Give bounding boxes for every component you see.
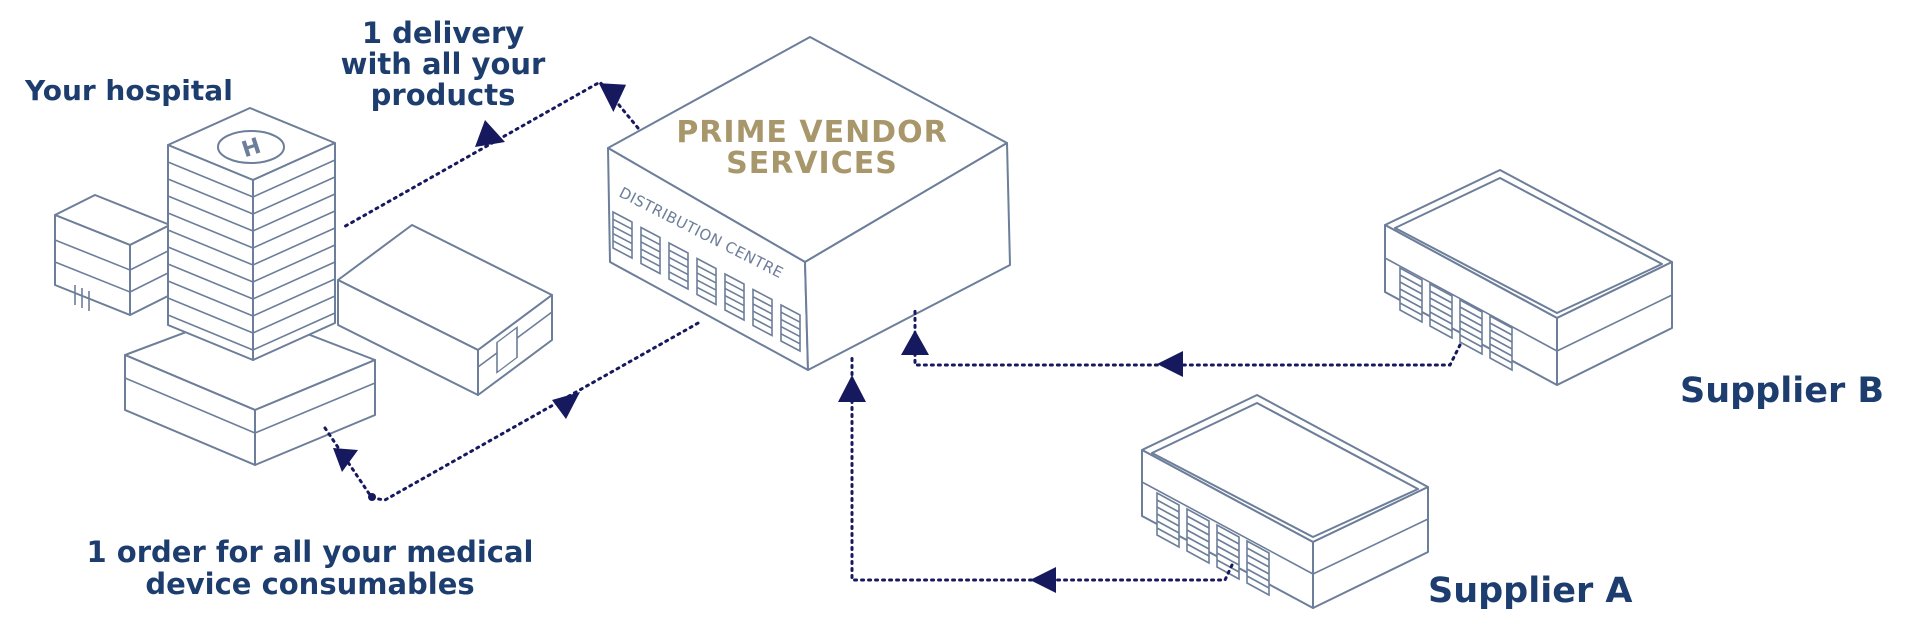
supplier-b-warehouse-icon — [1384, 169, 1673, 386]
hospital-title: Your hospital — [24, 74, 233, 107]
tower-floor-line — [252, 312, 336, 351]
supplier-a-warehouse-icon — [1141, 394, 1429, 609]
prime-vendor-title-line1: PRIME VENDOR — [676, 115, 947, 150]
order-flow — [323, 320, 702, 502]
tower-floor-line — [167, 229, 254, 266]
hospital-building-icon: H — [54, 107, 553, 466]
tower-floor-line — [252, 261, 336, 300]
supplier-loading-door — [1429, 282, 1453, 340]
supplier-loading-door — [1216, 523, 1240, 581]
tower-floor-line — [252, 176, 336, 215]
delivery-note-line2: with all your — [341, 47, 546, 81]
tower-floor-line — [167, 161, 254, 198]
dc-loading-door — [612, 210, 633, 260]
hospital-tower: H — [167, 107, 336, 361]
supplier-b-label: Supplier B — [1680, 371, 1884, 411]
prime-vendor-title-line2: SERVICES — [726, 146, 898, 181]
order-note-line1: 1 order for all your medical — [87, 535, 534, 569]
tower-floor-line — [167, 178, 254, 215]
supplier-loading-door — [1399, 266, 1423, 324]
triangle-arrow-icon — [838, 375, 866, 402]
tower-floor-line — [252, 227, 336, 266]
dc-loading-door — [696, 257, 717, 306]
dc-loading-door — [668, 241, 689, 291]
supplier-loading-door — [1156, 491, 1180, 549]
order-note-line2: device consumables — [145, 567, 474, 601]
tower-floor-line — [252, 244, 336, 283]
supplier-loading-door — [1186, 507, 1210, 565]
tower-floor-line — [252, 278, 336, 317]
dc-loading-door — [724, 272, 745, 322]
triangle-arrow-icon — [333, 448, 358, 472]
dc-loading-door — [752, 288, 773, 337]
tower-floor-line — [252, 159, 336, 198]
dc-loading-door — [640, 226, 661, 275]
hospital-podium — [124, 309, 376, 466]
tower-floor-line — [252, 295, 336, 334]
supplier-a-label: Supplier A — [1428, 571, 1633, 611]
triangle-arrow-icon — [598, 83, 627, 112]
delivery-flow — [340, 80, 640, 230]
hospital-side-wing-right — [337, 224, 553, 396]
dc-loading-door — [780, 303, 801, 353]
tower-floor-line — [167, 263, 254, 300]
hospital-side-wing-left — [54, 194, 171, 316]
tower-floor-line — [252, 193, 336, 232]
tower-floor-line — [167, 246, 254, 283]
tower-floor-line — [167, 280, 254, 317]
tower-floor-line — [167, 297, 254, 334]
triangle-arrow-icon — [901, 330, 929, 355]
supplier-b-flow — [901, 306, 1462, 377]
triangle-arrow-icon — [1157, 351, 1183, 377]
tower-floor-line — [167, 314, 254, 351]
triangle-arrow-icon — [475, 120, 505, 147]
tower-floor-line — [167, 195, 254, 232]
warehouse-icon: DISTRIBUTION CENTRE — [607, 36, 1011, 371]
supplier-loading-door — [1246, 539, 1270, 597]
delivery-note-line3: products — [371, 78, 516, 112]
delivery-note-line1: 1 delivery — [362, 16, 524, 50]
triangle-arrow-icon — [1030, 567, 1056, 593]
supplier-loading-door — [1489, 314, 1513, 372]
triangle-arrow-icon — [552, 392, 580, 419]
tower-floor-line — [252, 210, 336, 249]
supplier-loading-door — [1459, 298, 1483, 356]
supplier-a-flow — [838, 353, 1234, 593]
tower-floor-line — [167, 212, 254, 249]
